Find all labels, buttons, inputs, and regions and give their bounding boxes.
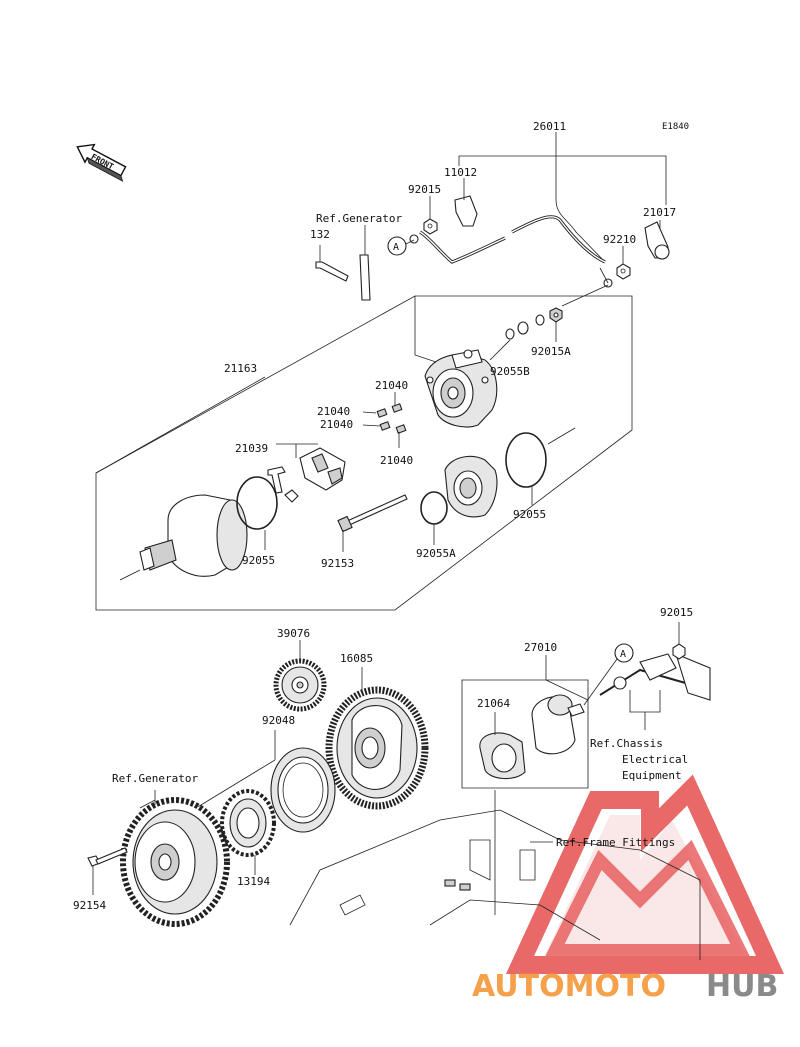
bolt-92154 (87, 847, 128, 895)
label-21039: 21039 (235, 442, 268, 455)
label-92015-top: 92015 (408, 183, 441, 196)
ref-chassis-line2: Electrical (622, 753, 688, 766)
generator-rotor (120, 790, 230, 927)
label-21040-a: 21040 (375, 379, 408, 392)
starter-yoke (119, 476, 278, 581)
rear-housing (424, 349, 498, 428)
label-26011: 26011 (533, 120, 566, 133)
frame-outline (289, 790, 701, 960)
generator-ref-strap (359, 225, 371, 301)
ref-frame-fittings: Ref.Frame Fittings (556, 836, 675, 849)
watermark-text: AUTOMOTO HUB (472, 969, 778, 1004)
ref-generator-top: Ref.Generator (316, 212, 402, 225)
front-arrow-icon: FRONT (76, 143, 127, 182)
diagram-code: E1840 (662, 122, 689, 132)
label-16085: 16085 (340, 652, 373, 665)
chassis-wire: A (583, 622, 711, 730)
label-21017: 21017 (643, 206, 676, 219)
label-21064: 21064 (477, 697, 510, 710)
one-way-clutch-13194 (220, 789, 276, 875)
label-92055a: 92055A (416, 547, 456, 560)
starter-gear-16085 (325, 667, 429, 810)
through-bolt (337, 494, 408, 552)
label-21040-d: 21040 (380, 454, 413, 467)
callout-a-top: A (393, 242, 399, 253)
label-92153: 92153 (321, 557, 354, 570)
bolt-132 (315, 245, 349, 282)
label-21040-b: 21040 (317, 405, 350, 418)
starter-relay-27010 (461, 655, 589, 789)
label-92015-bottom: 92015 (660, 606, 693, 619)
ref-chassis-line3: Equipment (622, 769, 682, 782)
idler-gear-39076 (273, 640, 327, 712)
label-92154: 92154 (73, 899, 106, 912)
front-cover (420, 427, 576, 545)
ref-generator-bottom: Ref.Generator (112, 772, 198, 785)
brush-holder (267, 443, 346, 503)
label-39076: 39076 (277, 627, 310, 640)
watermark-logo-icon (505, 774, 785, 974)
label-11012: 11012 (444, 166, 477, 179)
label-92055-left: 92055 (242, 554, 275, 567)
starter-cable-assembly: A (387, 132, 670, 288)
watermark-part1: AUTOMOTO (472, 969, 666, 1004)
label-92048: 92048 (262, 714, 295, 727)
part-labels: 26011 11012 92015 21017 Ref.Generator 13… (73, 120, 693, 912)
label-92055b: 92055B (490, 365, 530, 378)
washer-set (489, 284, 609, 361)
watermark-part2: HUB (706, 969, 778, 1004)
label-21040-c: 21040 (320, 418, 353, 431)
label-21163: 21163 (224, 362, 257, 375)
clutch-housing-92048 (195, 730, 336, 833)
label-132: 132 (310, 228, 330, 241)
label-13194: 13194 (237, 875, 270, 888)
ref-chassis-line1: Ref.Chassis (590, 737, 663, 750)
label-27010: 27010 (524, 641, 557, 654)
brushes (362, 392, 407, 448)
label-92015a: 92015A (531, 345, 571, 358)
label-92210: 92210 (603, 233, 636, 246)
label-92055-right: 92055 (513, 508, 546, 521)
callout-a-bottom: A (620, 649, 626, 660)
